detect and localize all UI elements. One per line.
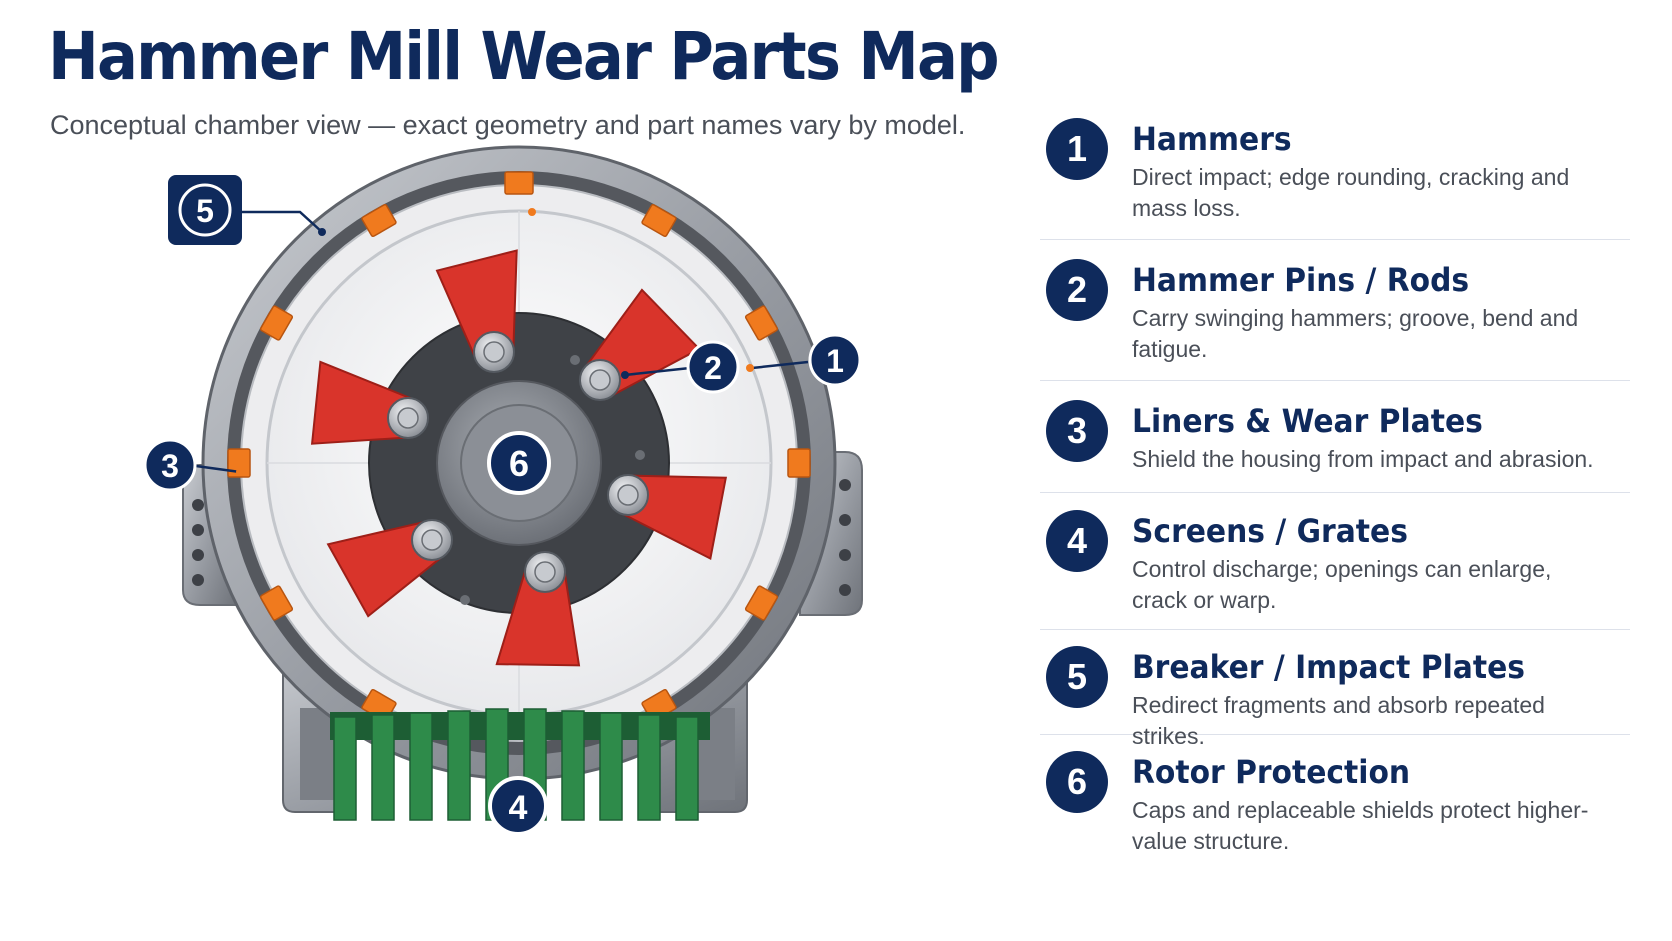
liner-segment [641, 203, 677, 238]
liner-segment [361, 203, 397, 238]
legend-desc: Carry swinging hammers; groove, bend and… [1132, 305, 1579, 362]
callout-5-label: 5 [196, 193, 214, 229]
hammer-pin-cap [617, 484, 639, 506]
grate-bar [447, 710, 471, 821]
legend-item-rotor-protection: 6 Rotor Protection Caps and replaceable … [1040, 735, 1630, 855]
callout-2-label: 2 [704, 350, 722, 386]
callout-3-label: 3 [161, 448, 179, 484]
page-subtitle: Conceptual chamber view — exact geometry… [50, 110, 966, 140]
legend-desc: Caps and replaceable shields protect hig… [1132, 797, 1589, 854]
hammer-pin-cap [589, 369, 611, 391]
legend-number: 6 [1046, 751, 1108, 813]
legend-number: 1 [1046, 118, 1108, 180]
liner-segment [259, 305, 294, 341]
liner-segment [744, 305, 779, 341]
legend-title: Hammers [1132, 120, 1292, 158]
page-title: Hammer Mill Wear Parts Map [48, 18, 1000, 95]
liner-segment [504, 171, 534, 195]
legend-title: Screens / Grates [1132, 512, 1408, 550]
callout-1: 1 [808, 333, 862, 387]
callout-5: 5 [168, 175, 242, 245]
legend-number: 3 [1046, 400, 1108, 462]
hammer-pin-cap [534, 561, 556, 583]
grate-bar [333, 716, 357, 821]
liner-segment [259, 585, 294, 621]
grate-bar [371, 714, 395, 821]
liner-segment [787, 448, 811, 478]
legend-title: Breaker / Impact Plates [1132, 648, 1525, 686]
hammer-pin-cap [483, 341, 505, 363]
hammer-pin-cap [397, 407, 419, 429]
legend-item-hammers: 1 Hammers Direct impact; edge rounding, … [1040, 118, 1630, 240]
legend-title: Rotor Protection [1132, 753, 1411, 791]
liner-segment [744, 585, 779, 621]
grate-bar [599, 712, 623, 821]
legend-item-screens: 4 Screens / Grates Control discharge; op… [1040, 493, 1630, 630]
legend-number: 4 [1046, 510, 1108, 572]
grate-bar [561, 710, 585, 821]
legend-desc: Shield the housing from impact and abras… [1132, 446, 1594, 472]
hammer-pins [387, 331, 649, 593]
legend-desc: Redirect fragments and absorb repeated s… [1132, 692, 1545, 749]
legend-title: Liners & Wear Plates [1132, 402, 1483, 440]
leader-lines [195, 210, 809, 474]
legend: 1 Hammers Direct impact; edge rounding, … [1040, 118, 1630, 855]
legend-desc: Direct impact; edge rounding, cracking a… [1132, 164, 1570, 221]
legend-title: Hammer Pins / Rods [1132, 261, 1470, 299]
hammer-mill-diagram: 5 2 1 3 6 4 [143, 145, 863, 836]
callout-4-label: 4 [509, 789, 528, 827]
hammer-pin-cap [421, 529, 443, 551]
callout-3: 3 [143, 438, 197, 492]
callout-1-label: 1 [826, 343, 844, 379]
legend-item-breaker-plates: 5 Breaker / Impact Plates Redirect fragm… [1040, 630, 1630, 749]
callout-2: 2 [686, 340, 740, 394]
legend-item-hammer-pins: 2 Hammer Pins / Rods Carry swinging hamm… [1040, 240, 1630, 381]
legend-number: 2 [1046, 259, 1108, 321]
legend-desc: Control discharge; openings can enlarge,… [1132, 556, 1552, 613]
grate-bar [675, 716, 699, 821]
callout-6: 6 [487, 431, 551, 495]
grate-bar [409, 712, 433, 821]
callout-4: 4 [488, 776, 548, 836]
legend-number: 5 [1046, 646, 1108, 708]
legend-item-liners: 3 Liners & Wear Plates Shield the housin… [1040, 381, 1630, 493]
callout-6-label: 6 [509, 443, 529, 484]
grate-bar [637, 714, 661, 821]
